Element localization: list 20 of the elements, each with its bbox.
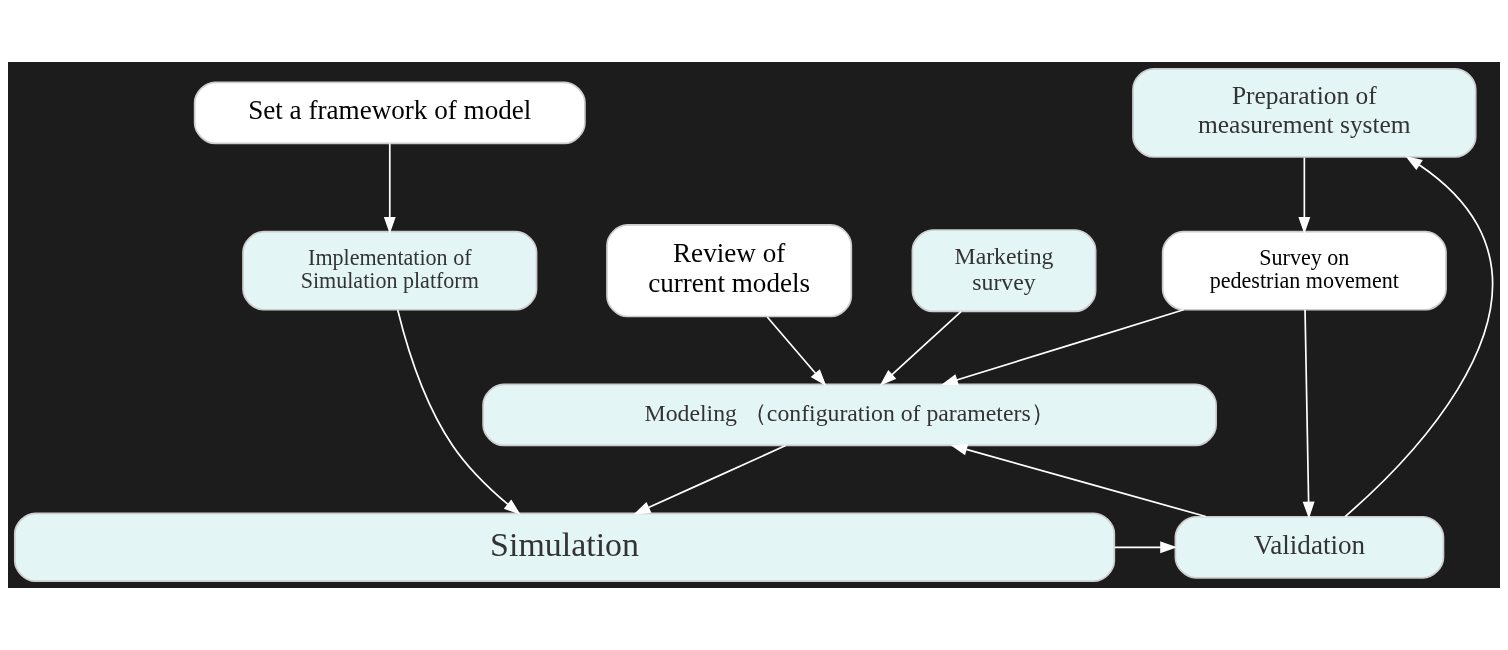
arrow — [940, 308, 1185, 386]
node-box: Survey on pedestrian movement — [1161, 230, 1447, 311]
arrow — [1302, 308, 1315, 519]
node-box: Validation — [1174, 515, 1445, 579]
node-box: Review of current models — [606, 224, 853, 318]
node-box: Modeling （configuration of parameters） — [482, 383, 1217, 447]
arrow — [766, 316, 827, 386]
node-box: Implementation of Simulation platform — [242, 230, 538, 311]
node-box: Preparation of measurement system — [1132, 67, 1477, 158]
arrow — [1298, 156, 1311, 235]
arrow — [396, 309, 521, 515]
arrow — [950, 443, 1207, 518]
node-box: Simulation — [13, 512, 1116, 583]
arrow — [879, 310, 962, 386]
arrow — [1113, 541, 1178, 554]
node-box: Set a framework of model — [193, 81, 586, 145]
node-box: Marketing survey — [911, 229, 1097, 313]
arrow — [1344, 155, 1494, 518]
arrow — [383, 142, 396, 234]
arrow — [633, 444, 787, 515]
